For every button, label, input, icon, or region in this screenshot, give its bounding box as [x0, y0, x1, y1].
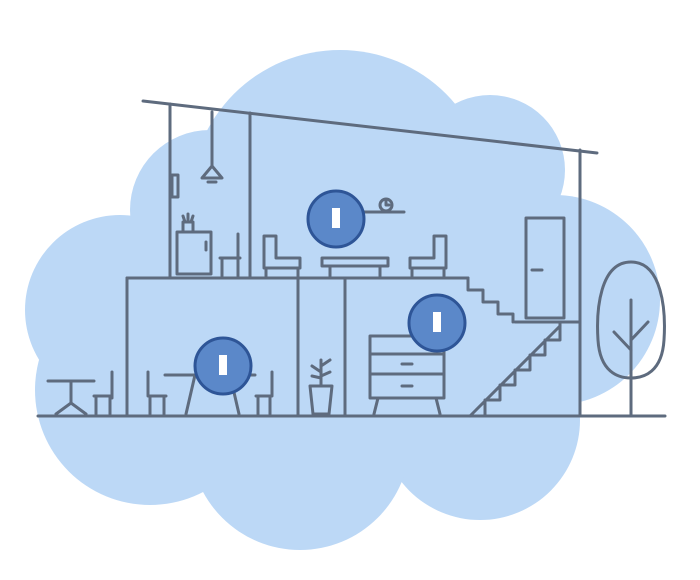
pendant-lamp-shade — [200, 164, 224, 180]
wifi-node-downstairs-dining — [193, 336, 253, 396]
clock-icon — [378, 197, 394, 213]
wall-panel — [170, 173, 180, 199]
tree-branch-right — [629, 320, 650, 342]
dresser-leg-left — [372, 396, 380, 416]
armchair-right — [408, 234, 448, 278]
dining-chair-right — [254, 370, 274, 416]
coverage-cloud — [25, 50, 660, 550]
house-structure — [36, 99, 667, 418]
kitchen-chair — [218, 232, 242, 278]
armchair-left — [262, 234, 302, 278]
small-plant-icon — [181, 212, 195, 233]
patio-table — [46, 379, 96, 416]
potted-plant — [308, 358, 334, 416]
wifi-node-upstairs-stair-room — [407, 293, 467, 353]
dining-chair-left — [146, 370, 168, 416]
wifi-node-upstairs-living — [306, 189, 366, 249]
wifi-nodes — [193, 189, 467, 396]
clock-hands — [384, 199, 391, 207]
patio-chair — [92, 370, 114, 416]
tree-branch-left — [612, 330, 633, 352]
coffee-table — [320, 256, 390, 278]
upstairs-door — [524, 216, 566, 320]
dresser — [368, 334, 446, 400]
dresser-leg-right — [434, 396, 442, 416]
upper-staircase — [466, 276, 515, 324]
roof-line — [141, 99, 599, 155]
staircase-stringer — [468, 324, 562, 418]
